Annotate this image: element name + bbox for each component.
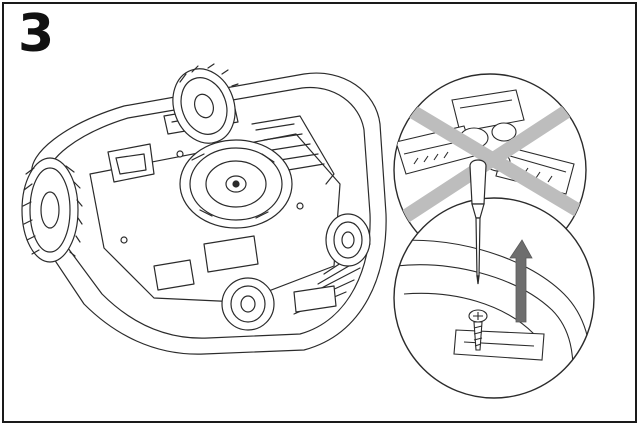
step-number: 3 bbox=[18, 4, 54, 64]
front-wheel-bottom bbox=[221, 277, 275, 331]
cross-out-mark bbox=[394, 93, 586, 227]
front-wheel-right bbox=[325, 213, 371, 267]
mower-illustration bbox=[21, 63, 595, 399]
screwdriver-icon bbox=[469, 159, 487, 285]
vent-grille bbox=[251, 115, 335, 185]
direction-arrow-up-icon bbox=[509, 239, 533, 323]
detail-screw-removal bbox=[393, 197, 595, 399]
screw-icon bbox=[468, 309, 488, 351]
rear-wheel-left bbox=[21, 157, 83, 263]
blade-disc bbox=[179, 139, 293, 229]
rear-wheel-top bbox=[172, 63, 239, 144]
